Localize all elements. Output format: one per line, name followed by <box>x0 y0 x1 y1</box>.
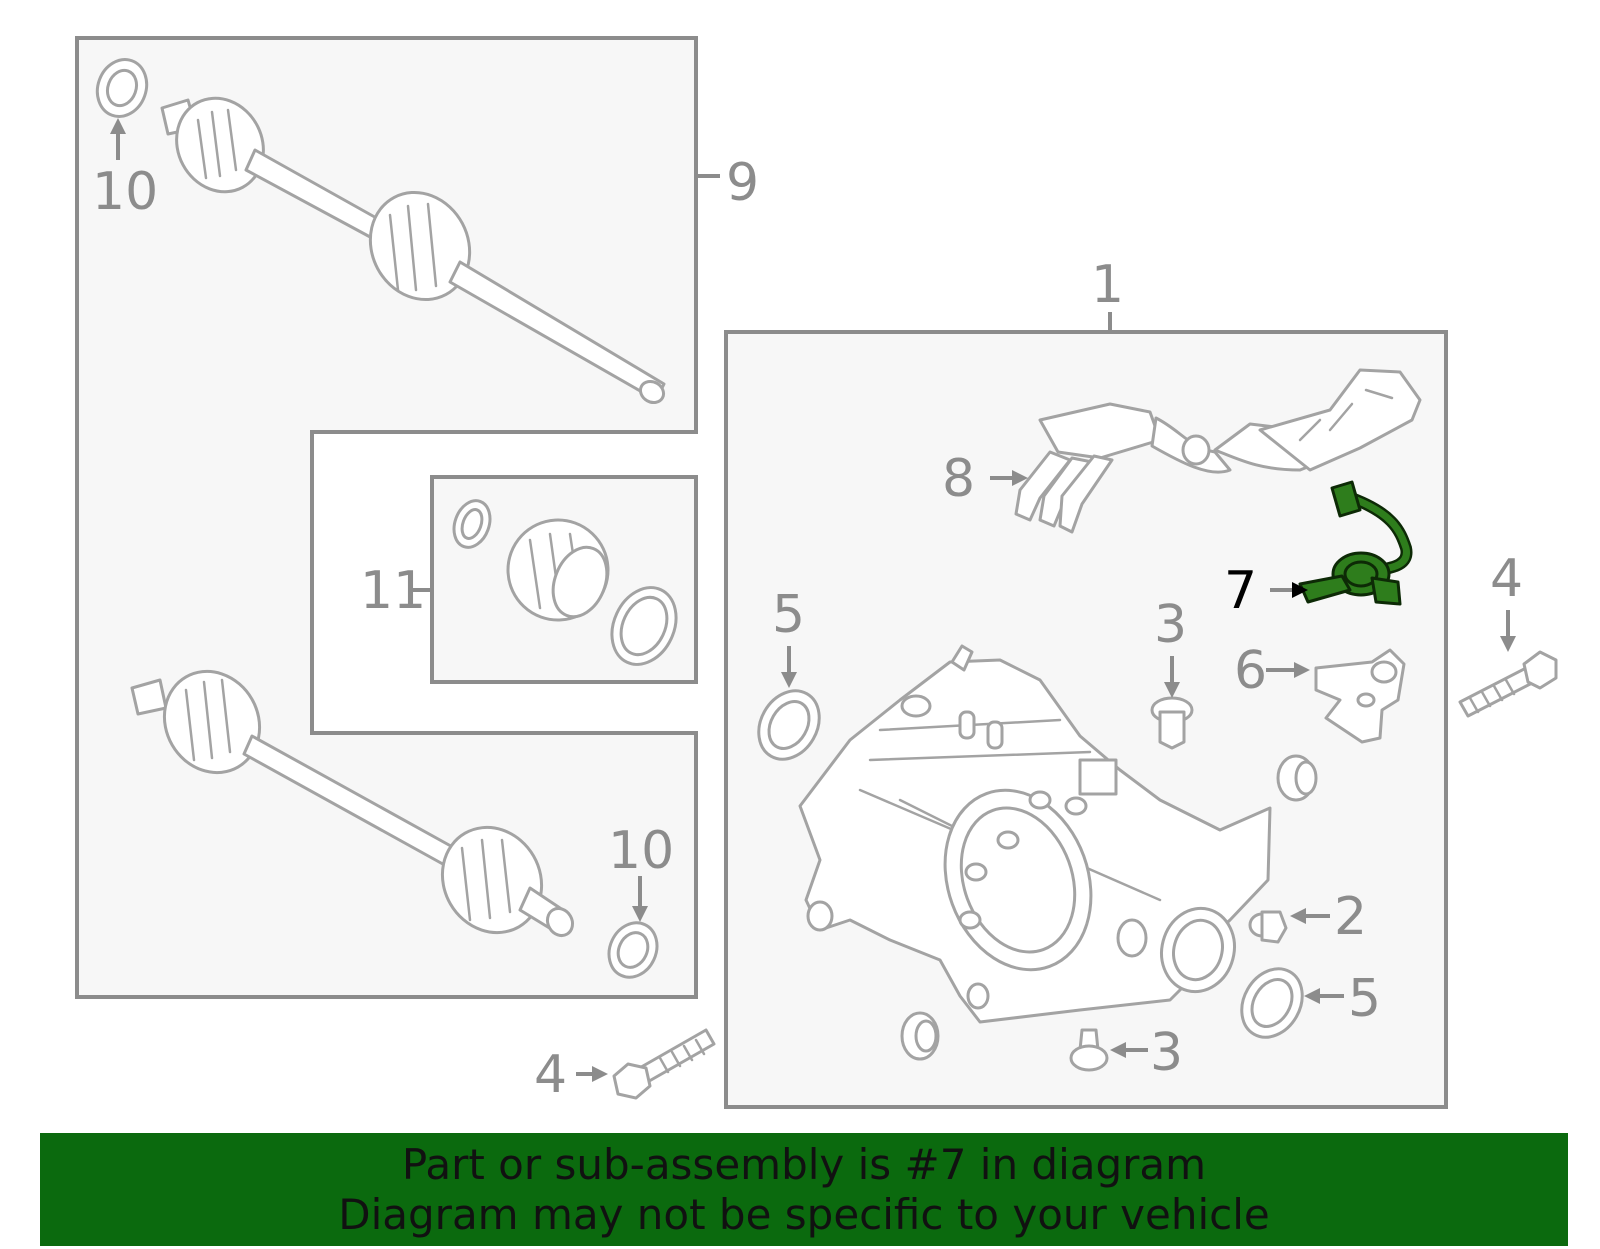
callout-4-bottom: 4 <box>534 1045 567 1105</box>
upper-axle-shaft <box>95 58 666 405</box>
callout-3-lower: 3 <box>1150 1023 1183 1083</box>
bracket <box>1314 648 1406 744</box>
callout-11: 11 <box>360 561 426 621</box>
plug-upper <box>1150 696 1194 750</box>
grommet-right <box>1276 754 1318 802</box>
banner-line-2: Diagram may not be specific to your vehi… <box>338 1190 1270 1239</box>
seal-left <box>757 689 821 761</box>
parts-diagram: 1 9 10 10 11 8 7 6 4 3 5 2 5 3 4 <box>75 36 1558 1109</box>
callout-3-upper: 3 <box>1154 595 1187 655</box>
callout-4-right: 4 <box>1490 549 1523 609</box>
lower-axle-shaft <box>130 669 575 938</box>
bolt-right <box>1458 650 1558 718</box>
wiring-harness <box>1014 368 1422 534</box>
bolt-bottom <box>612 1028 716 1100</box>
callout-6: 6 <box>1234 641 1267 701</box>
callout-9: 9 <box>726 153 759 213</box>
differential-housing <box>798 644 1272 1024</box>
callout-2: 2 <box>1334 887 1367 947</box>
info-banner: Part or sub-assembly is #7 in diagram Di… <box>40 1133 1568 1246</box>
callout-1: 1 <box>1091 255 1124 315</box>
speed-sensor-highlighted <box>1298 480 1413 606</box>
banner-line-1: Part or sub-assembly is #7 in diagram <box>401 1140 1207 1189</box>
callout-5-right: 5 <box>1348 969 1381 1029</box>
callout-8: 8 <box>942 449 975 509</box>
callout-10-top: 10 <box>92 162 158 222</box>
callout-7: 7 <box>1224 561 1257 621</box>
boot-kit-parts <box>452 499 678 666</box>
seal-right <box>1240 967 1304 1039</box>
grommet-bottom <box>900 1011 940 1061</box>
leader-lines <box>110 118 1516 1082</box>
plug-lower <box>1069 1028 1109 1072</box>
callout-5-left: 5 <box>772 585 805 645</box>
callout-10-bottom: 10 <box>608 821 674 881</box>
plug-2 <box>1248 910 1288 944</box>
seal-lower <box>607 921 659 979</box>
